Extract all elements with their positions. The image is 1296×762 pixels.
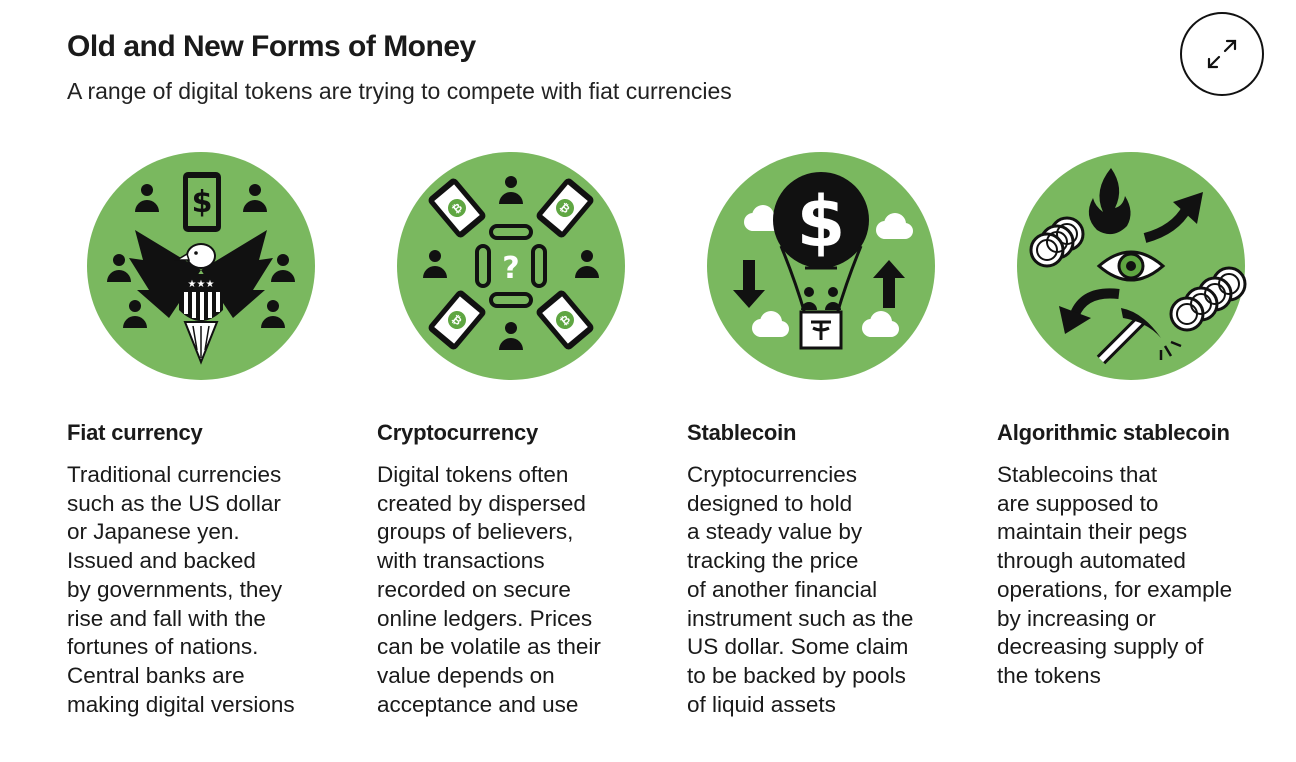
heading-stablecoin: Stablecoin [687, 420, 797, 445]
svg-text:★★★: ★★★ [188, 279, 215, 290]
page-subtitle: A range of digital tokens are trying to … [67, 78, 732, 104]
fiat-eagle-icon: $ ★★★ [87, 152, 315, 380]
stablecoin-balloon-icon: $ [707, 152, 935, 380]
expand-arrows-icon [1207, 39, 1237, 69]
heading-algorithmic-stablecoin: Algorithmic stablecoin [997, 420, 1230, 445]
svg-text:$: $ [192, 185, 213, 220]
expand-button[interactable] [1180, 12, 1264, 96]
svg-text:?: ? [502, 251, 519, 286]
heading-cryptocurrency: Cryptocurrency [377, 420, 539, 445]
heading-fiat-currency: Fiat currency [67, 420, 203, 445]
page-title: Old and New Forms of Money [67, 30, 476, 63]
algorithmic-stablecoin-icon [1017, 152, 1247, 380]
crypto-network-icon: ? ₿ ₿ ₿ [397, 152, 625, 380]
svg-text:$: $ [797, 181, 846, 263]
